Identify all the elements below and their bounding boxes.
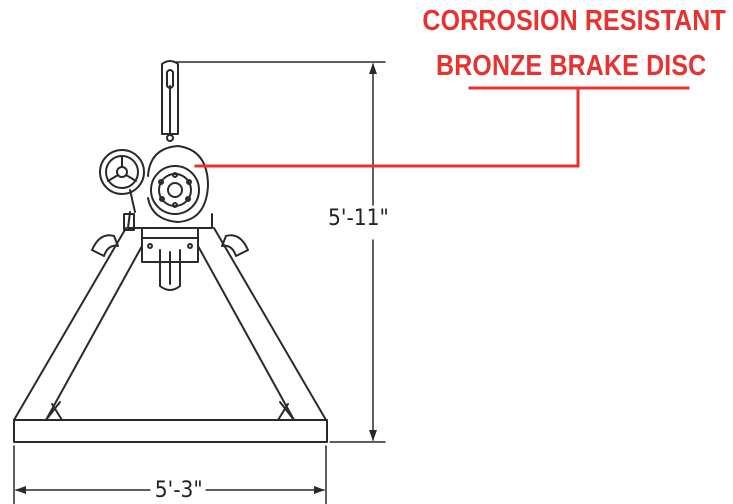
arrowhead-right [314,486,325,494]
base-beam [13,419,328,443]
arrowhead-left [15,486,26,494]
height-dimension-label: 5'-11" [328,206,389,231]
callout-title-line2: BRONZE BRAKE DISC [435,50,706,82]
callout-title-line1: CORROSION RESISTANT [422,5,726,37]
lifting-eye [161,60,179,135]
width-dimension-line [13,445,327,504]
eye-pin [166,134,174,142]
lug-left [91,234,119,257]
width-dimension-label: 5'-3" [152,480,206,502]
hand-wheel [99,149,145,213]
brake-disc [147,145,209,223]
gearbox-body [123,211,213,291]
lug-right [221,234,249,257]
arrowhead-top [369,63,377,74]
arrowhead-bottom [369,430,377,441]
height-dimension-line [175,61,386,443]
eye-slot [166,69,174,89]
a-frame [13,227,327,421]
